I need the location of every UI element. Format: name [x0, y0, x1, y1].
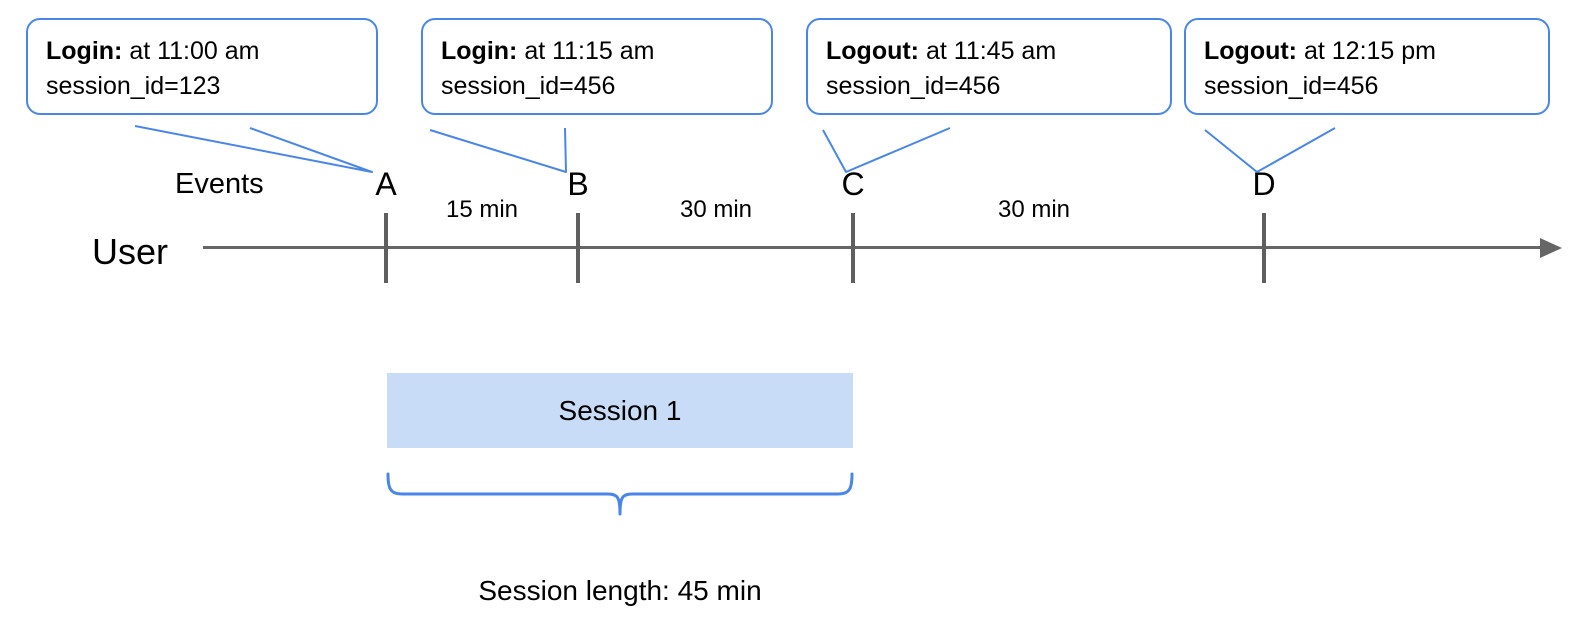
- callout-event-time: at 11:15 am: [524, 37, 655, 65]
- events-row-label: Events: [175, 168, 264, 200]
- callout-line-1: Login: at 11:00 am: [46, 34, 358, 69]
- callout-tail-b: [429, 127, 567, 173]
- callout-event-time: at 12:15 pm: [1303, 37, 1436, 65]
- event-tick-c: [851, 213, 855, 283]
- timeline-arrow-icon: [1540, 238, 1562, 258]
- callout-session-id: session_id=123: [46, 71, 221, 100]
- callout-session-id: session_id=456: [826, 71, 1001, 100]
- callout-line-1: Login: at 11:15 am: [441, 34, 753, 69]
- callout-session-id: session_id=456: [1204, 71, 1379, 100]
- session-length-label: Session length: 45 min: [478, 575, 762, 606]
- callout-event-type: Logout:: [826, 37, 920, 65]
- callout-event-time: at 11:00 am: [129, 37, 260, 65]
- event-tick-a: [384, 213, 388, 283]
- callout-session-id: session_id=456: [441, 71, 616, 100]
- callout-line-1: Logout: at 12:15 pm: [1204, 34, 1530, 69]
- callout-event-type: Login:: [46, 37, 123, 65]
- event-tick-b: [576, 213, 580, 283]
- callout-tail-a: [134, 125, 373, 173]
- callout-event-type: Login:: [441, 37, 518, 65]
- interval-label-bc: 30 min: [679, 196, 753, 223]
- session-bar-label: Session 1: [558, 394, 682, 426]
- event-tick-d: [1262, 213, 1266, 283]
- event-label-d: D: [1252, 166, 1276, 202]
- user-row-label: User: [92, 231, 169, 272]
- callout-bubble-c: Logout: at 11:45 am session_id=456: [806, 18, 1172, 115]
- event-label-a: A: [375, 166, 397, 202]
- callout-event-type: Logout:: [1204, 37, 1298, 65]
- callout-bubble-b: Login: at 11:15 am session_id=456: [421, 18, 773, 115]
- interval-label-ab: 15 min: [445, 196, 519, 223]
- session-bar: Session 1: [387, 373, 853, 448]
- callout-event-time: at 11:45 am: [925, 37, 1057, 65]
- event-label-b: B: [567, 166, 589, 202]
- interval-label-cd: 30 min: [997, 196, 1071, 223]
- session-span-brace: [386, 472, 854, 516]
- callout-bubble-a: Login: at 11:00 am session_id=123: [26, 18, 378, 115]
- callout-line-1: Logout: at 11:45 am: [826, 34, 1152, 69]
- callout-bubble-d: Logout: at 12:15 pm session_id=456: [1184, 18, 1550, 115]
- event-label-c: C: [841, 166, 865, 202]
- timeline-axis: [203, 246, 1545, 249]
